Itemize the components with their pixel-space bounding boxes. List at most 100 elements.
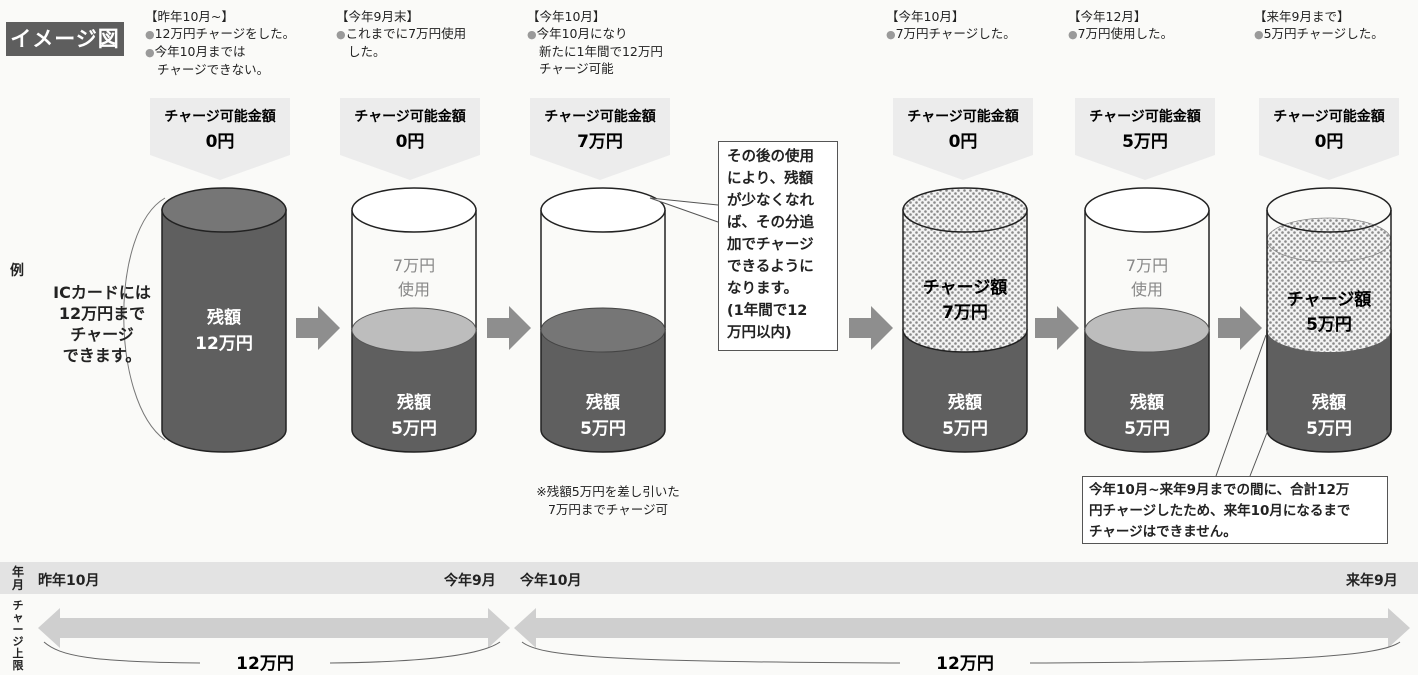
note-line: 7万円までチャージ可 [547, 502, 669, 517]
tag-label: チャージ可能金額 [354, 108, 466, 125]
stage-text: した。 [348, 44, 386, 59]
cylinder-stage-2: 7万円 使用 残額 5万円 [351, 187, 477, 453]
callout-line: 今年10月~来年9月までの間に、合計12万 [1089, 482, 1350, 498]
ic-note-line: できます。 [62, 346, 142, 365]
timeline-tick: 今年10月 [520, 573, 582, 589]
timeline-tick: 昨年10月 [38, 573, 100, 589]
tag-stage-6: チャージ可能金額 0円 [1259, 98, 1399, 180]
balance-value: 5万円 [580, 419, 626, 439]
tag-value: 7万円 [577, 132, 623, 152]
bullet-icon: ● [145, 46, 155, 59]
balance-label: 残額 [586, 392, 620, 413]
stage-text: 7万円チャージした。 [895, 26, 1016, 41]
callout-line: により、残額 [727, 171, 814, 187]
stage-text: チャージ可能 [539, 61, 614, 76]
balance-label: 残額 [1312, 392, 1346, 413]
callout-line: 円チャージしたため、来年10月になるまで [1089, 503, 1351, 519]
bullet-icon: ● [886, 28, 896, 41]
timeline-tick: 来年9月 [1346, 573, 1398, 589]
stage-text: 12万円チャージをした。 [154, 26, 296, 41]
tag-stage-1: チャージ可能金額 0円 [150, 98, 290, 180]
balance-value: 5万円 [1124, 419, 1170, 439]
stage-text: 7万円使用した。 [1077, 26, 1174, 41]
charge-label: チャージ額 [923, 277, 1008, 298]
callout-line: (1年間で12 [727, 303, 808, 319]
callout-line: ば、その分追 [727, 215, 814, 231]
ic-note-line: ICカードには [53, 283, 151, 302]
tag-stage-3: チャージ可能金額 7万円 [530, 98, 670, 180]
stage-header: 【今年10月】 ●7万円チャージした。 [886, 8, 1016, 43]
balance-label: 残額 [948, 392, 982, 413]
stage-header: 【今年10月】 ●今年10月になり 新たに1年間で12万円 チャージ可能 [527, 8, 663, 77]
used-label: 7万円 [1126, 256, 1168, 275]
cap-arrow-icon [38, 608, 510, 648]
callout-after-use: その後の使用 により、残額 が少なくなれ ば、その分追 加でチャージ できるよう… [718, 141, 838, 351]
tag-value: 0円 [949, 132, 978, 152]
charge-value: 7万円 [942, 303, 988, 323]
callout-pointer [1215, 334, 1269, 477]
note-line: ※残額5万円を差し引いた [536, 484, 680, 499]
ic-note-line: チャージ [70, 325, 134, 344]
callout-line: なります。 [727, 281, 799, 297]
cap-arrows: 12万円 12万円 [38, 608, 1410, 674]
flow-arrow-icon [1035, 306, 1079, 350]
bullet-icon: ● [145, 28, 155, 41]
callout-line: できるように [727, 259, 814, 275]
stage-text: 今年10月になり [536, 26, 628, 41]
timeline-tick: 今年9月 [444, 573, 496, 589]
cylinder-stage-5: 7万円 使用 残額 5万円 [1084, 187, 1210, 453]
stage-title: 【今年9月末】 [336, 9, 419, 24]
ic-bracket [123, 197, 166, 441]
example-label: 例 [10, 263, 24, 279]
tag-label: チャージ可能金額 [907, 108, 1019, 125]
cylinder-stage-1: 残額 12万円 [161, 187, 287, 453]
balance-value: 5万円 [391, 419, 437, 439]
stage-header: 【来年9月まで】 ●5万円チャージした。 [1254, 8, 1384, 43]
cap-label: チャージ上限 [12, 600, 24, 672]
used-sub: 使用 [1131, 280, 1163, 299]
ic-note: ICカードには 12万円まで チャージ できます。 [40, 282, 164, 366]
tag-label: チャージ可能金額 [1089, 108, 1201, 125]
callout-line: 加でチャージ [727, 237, 814, 253]
cap-arrow-icon [514, 608, 1410, 648]
stage-title: 【今年10月】 [527, 9, 606, 24]
charge-label: チャージ額 [1287, 289, 1372, 310]
stage-text: これまでに7万円使用 [345, 26, 467, 41]
diagram-canvas: チャージ可能金額 0円 チャージ可能金額 0円 チャージ可能金額 7万円 チャー… [150, 98, 1399, 477]
flow-arrow-icon [487, 306, 531, 350]
callout-line: 万円以内) [727, 325, 792, 341]
stage-header: 【今年12月】 ●7万円使用した。 [1068, 8, 1173, 43]
used-sub: 使用 [398, 280, 430, 299]
note-stage-3: ※残額5万円を差し引いた 7万円までチャージ可 [518, 483, 698, 519]
tag-label: チャージ可能金額 [1273, 108, 1385, 125]
callout-line: その後の使用 [727, 149, 814, 165]
stage-text: 5万円チャージした。 [1263, 26, 1384, 41]
balance-label: 残額 [397, 392, 431, 413]
timeline-row-label: 年月 [11, 565, 24, 592]
callout-pointer [649, 197, 719, 223]
tag-label: チャージ可能金額 [544, 108, 656, 125]
tag-stage-4: チャージ可能金額 0円 [893, 98, 1033, 180]
balance-label: 残額 [1130, 392, 1164, 413]
flow-arrow-icon [296, 306, 340, 350]
stage-header: 【昨年10月~】 ●12万円チャージをした。 ●今年10月までは チャージできな… [145, 8, 295, 78]
cylinder-stage-6: チャージ額 5万円 残額 5万円 [1266, 187, 1392, 453]
balance-value: 5万円 [1306, 419, 1352, 439]
diagram-badge: イメージ図 [6, 22, 124, 56]
stage-title: 【来年9月まで】 [1254, 9, 1350, 24]
cap-span-value: 12万円 [236, 654, 294, 674]
stage-title: 【昨年10月~】 [145, 9, 234, 24]
timeline-band [0, 562, 1418, 594]
stage-text: 今年10月までは [154, 44, 246, 59]
tag-value: 0円 [206, 132, 235, 152]
bullet-icon: ● [1068, 28, 1078, 41]
tag-value: 0円 [396, 132, 425, 152]
stage-header: 【今年9月末】 ●これまでに7万円使用 した。 [336, 8, 466, 60]
tag-value: 5万円 [1122, 132, 1168, 152]
tag-label: チャージ可能金額 [164, 108, 276, 125]
cylinder-stage-3: 残額 5万円 [540, 187, 666, 453]
tag-stage-5: チャージ可能金額 5万円 [1075, 98, 1215, 180]
tag-stage-2: チャージ可能金額 0円 [340, 98, 480, 180]
balance-value: 12万円 [195, 334, 253, 354]
charge-value: 5万円 [1306, 315, 1352, 335]
